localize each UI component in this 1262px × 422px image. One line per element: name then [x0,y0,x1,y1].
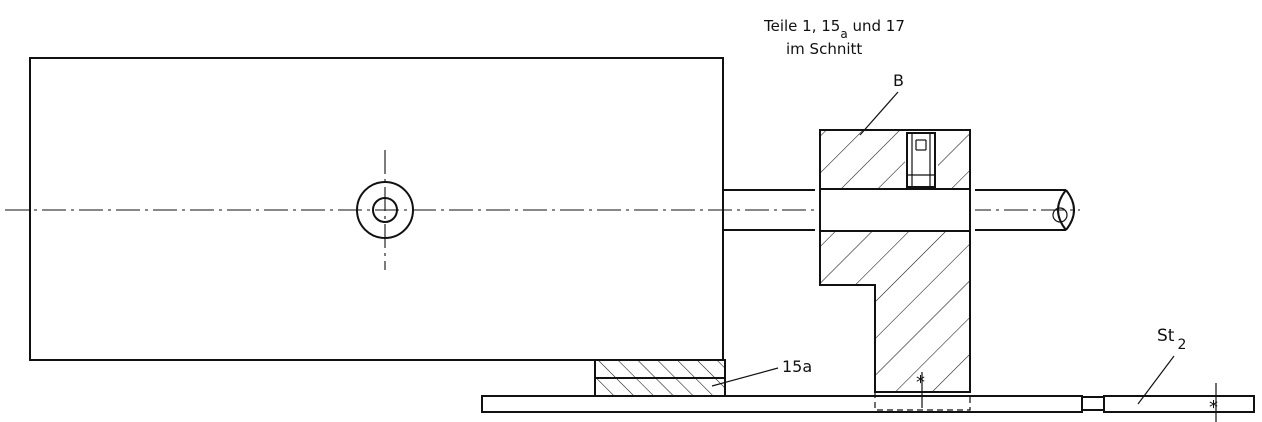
bore-outer-circle [356,181,414,239]
leader-15a [711,367,779,387]
part-st2: * [1081,383,1255,422]
leader-b [859,91,899,136]
weld-mark-block: * [916,372,925,393]
label-b: B [893,71,904,90]
bracket-block-b: * [815,129,975,411]
leader-st2 [1137,355,1175,405]
title-line-2: im Schnitt [786,40,862,58]
bore-inner-circle [372,197,398,223]
part-15a-pad [594,359,726,397]
set-screw [906,132,936,188]
main-housing [29,57,724,361]
title-line-1: Teile 1, 15a und 17 [763,17,905,41]
base-plate [481,395,1083,413]
label-15a: 15a [782,357,812,376]
weld-mark-st2: * [1209,397,1218,418]
